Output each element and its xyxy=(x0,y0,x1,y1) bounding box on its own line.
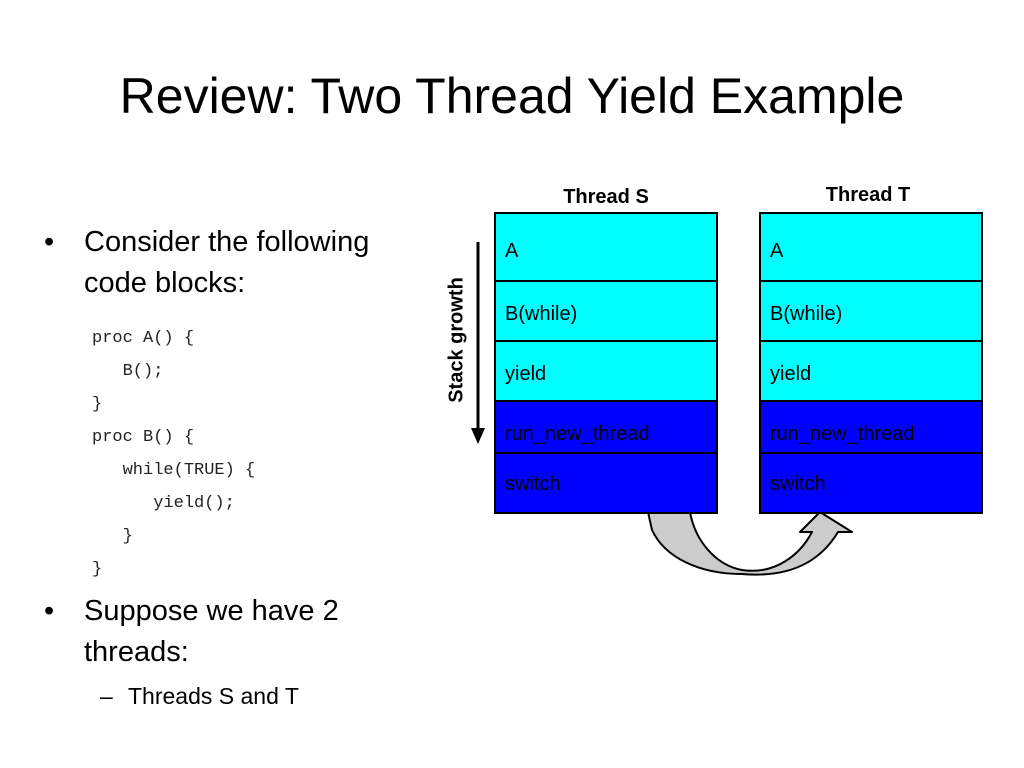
thread-t-title: Thread T xyxy=(825,184,911,206)
code-line: yield(); xyxy=(92,494,235,513)
frame-label: switch xyxy=(505,473,561,495)
stack-frame-b-while: B(while) xyxy=(494,280,718,342)
code-line: } xyxy=(92,395,103,414)
bullet-dot: • xyxy=(44,226,55,258)
bullet-text-line-2: threads: xyxy=(84,636,189,668)
stack-frame-switch: switch xyxy=(494,452,718,514)
frame-label: B(while) xyxy=(770,303,843,325)
stack-frame-run-new-thread: run_new_thread xyxy=(494,400,718,454)
stack-frame-a: A xyxy=(494,212,718,282)
bullet-text-line-2: code blocks: xyxy=(84,267,246,299)
stack-frame-b-while: B(while) xyxy=(759,280,983,342)
code-line: } xyxy=(92,527,133,546)
slide-title: Review: Two Thread Yield Example xyxy=(119,68,905,124)
bullet-text-line-1: Suppose we have 2 xyxy=(84,595,339,627)
code-line: B(); xyxy=(92,362,164,381)
sub-bullet-dash: – xyxy=(100,683,113,709)
frame-label: B(while) xyxy=(505,303,578,325)
stack-growth-arrow-head xyxy=(471,428,485,444)
stack-frame-a: A xyxy=(759,212,983,282)
stack-frame-yield: yield xyxy=(759,340,983,402)
frame-label: yield xyxy=(770,363,812,385)
frame-label: yield xyxy=(505,363,547,385)
sub-bullet-text: Threads S and T xyxy=(128,683,299,709)
code-line: while(TRUE) { xyxy=(92,461,256,480)
frame-label: A xyxy=(505,240,519,262)
bullet-dot: • xyxy=(44,595,55,627)
frame-label: A xyxy=(770,240,784,262)
frame-label: run_new_thread xyxy=(505,423,650,445)
frame-label: switch xyxy=(770,473,826,495)
code-line: } xyxy=(92,560,103,579)
context-switch-arrow xyxy=(647,511,853,576)
bullet-text-line-1: Consider the following xyxy=(84,226,370,258)
code-line: proc A() { xyxy=(92,329,195,348)
thread-s-title: Thread S xyxy=(563,186,649,208)
code-line: proc B() { xyxy=(92,428,195,447)
frame-label: run_new_thread xyxy=(770,423,915,445)
stack-frame-run-new-thread: run_new_thread xyxy=(759,400,983,454)
stack-frame-switch: switch xyxy=(759,452,983,514)
stack-frame-yield: yield xyxy=(494,340,718,402)
